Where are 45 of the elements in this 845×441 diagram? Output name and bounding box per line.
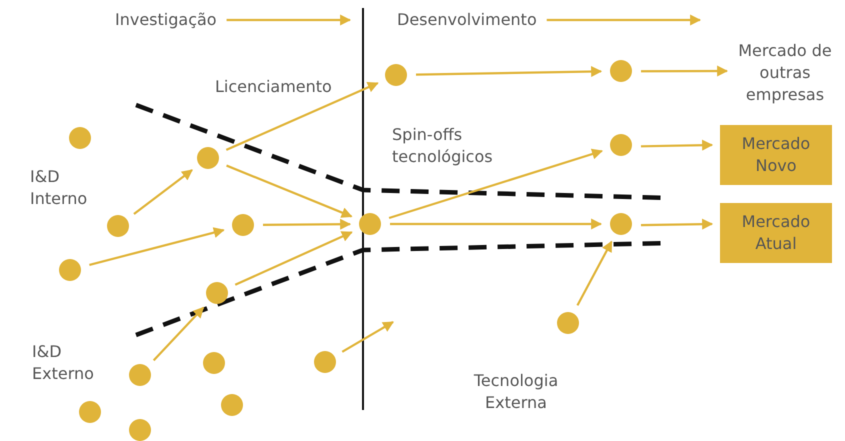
arrow <box>262 218 352 230</box>
dot <box>221 394 243 416</box>
region-label: Tecnologia Externa <box>472 370 560 414</box>
arrow <box>133 169 193 215</box>
dot <box>206 282 228 304</box>
arrow <box>226 164 352 218</box>
arrow <box>640 218 714 230</box>
region-label: I&D Interno <box>30 166 88 210</box>
arrow <box>89 227 225 266</box>
dot <box>203 352 225 374</box>
market-box: Mercado Atual <box>720 203 832 263</box>
dot <box>129 364 151 386</box>
arrow <box>226 14 352 26</box>
region-label: Spin-offs tecnológicos <box>392 124 494 168</box>
arrow <box>390 218 602 230</box>
dot <box>79 401 101 423</box>
dot <box>610 134 632 156</box>
arrow <box>640 140 714 151</box>
arrow <box>226 82 379 151</box>
arrow <box>342 321 394 353</box>
arrow <box>152 306 204 362</box>
dot <box>359 213 381 235</box>
dot <box>610 213 632 235</box>
stage-label: Desenvolvimento <box>397 9 537 31</box>
dot <box>314 351 336 373</box>
stage-label: Mercado de outras empresas <box>735 40 835 106</box>
dot <box>197 147 219 169</box>
region-label: I&D Externo <box>32 341 92 385</box>
arrow <box>416 66 602 78</box>
arrow <box>546 14 702 26</box>
market-box: Mercado Novo <box>720 125 832 185</box>
dot <box>69 127 91 149</box>
dot <box>232 214 254 236</box>
arrow <box>576 240 613 306</box>
dot <box>385 64 407 86</box>
region-label: Licenciamento <box>215 76 332 98</box>
dot <box>107 215 129 237</box>
dot <box>59 259 81 281</box>
dot <box>129 419 151 441</box>
dot <box>610 60 632 82</box>
dot <box>557 312 579 334</box>
arrow <box>234 231 353 286</box>
stage-label: Investigação <box>115 9 217 31</box>
arrow <box>641 66 728 77</box>
arrow <box>388 148 603 220</box>
